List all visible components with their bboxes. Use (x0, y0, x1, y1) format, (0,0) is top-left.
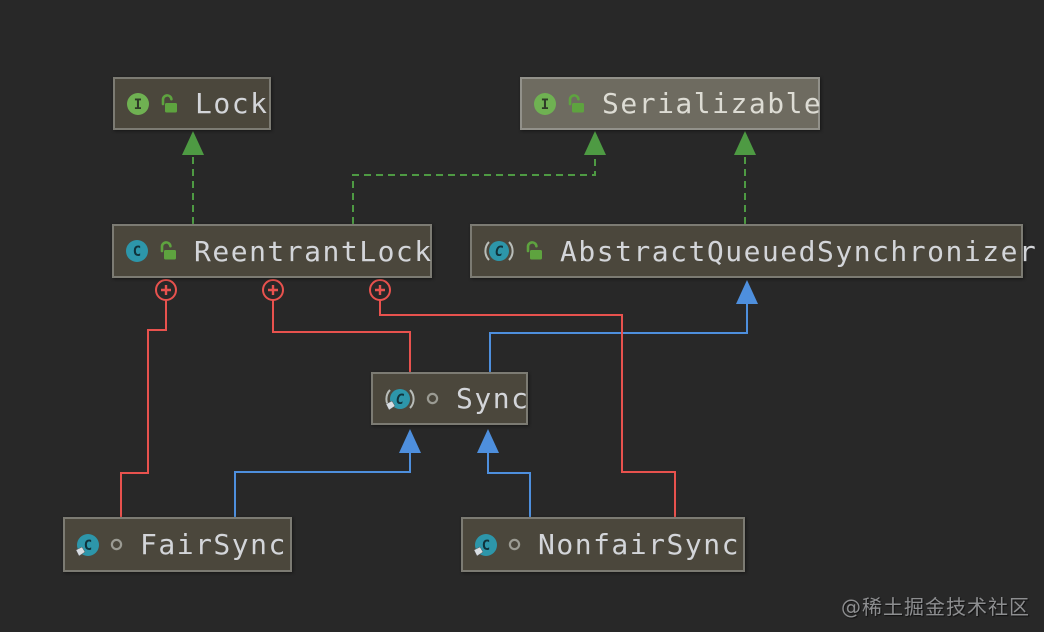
edge-line (352, 133, 596, 224)
edge-line (120, 300, 167, 517)
svg-text:I: I (541, 97, 549, 113)
svg-text:C: C (84, 538, 92, 554)
edge-line (234, 431, 411, 517)
edge-reentrantlock-implements-lock (182, 131, 204, 224)
abstract-class-icon: C (482, 238, 516, 264)
svg-text:C: C (495, 244, 504, 260)
edge-aqs-implements-serializable (734, 131, 756, 224)
unlock-icon (158, 240, 178, 262)
edge-fairsync-extends-sync (234, 429, 421, 517)
extends-arrowhead-icon (736, 280, 758, 304)
class-node-lock[interactable]: I Lock (113, 77, 271, 130)
node-label: AbstractQueuedSynchronizer (560, 234, 1038, 268)
svg-text:C: C (482, 538, 490, 554)
edge-line (272, 300, 411, 372)
svg-text:I: I (134, 97, 142, 113)
svg-text:C: C (396, 392, 405, 408)
interface-icon: I (125, 91, 151, 117)
static-class-icon: C (473, 532, 499, 558)
edge-line (379, 300, 676, 517)
implements-arrowhead-icon (734, 131, 756, 155)
interface-icon: I (532, 91, 558, 117)
class-node-serializable[interactable]: I Serializable (520, 77, 823, 130)
class-node-abstractqueuedsynchronizer[interactable]: C AbstractQueuedSynchronizer (470, 224, 1036, 278)
edge-reentrantlock-implements-serializable (352, 131, 606, 224)
node-label: Sync (456, 382, 530, 415)
implements-arrowhead-icon (584, 131, 606, 155)
extends-arrowhead-icon (477, 429, 499, 453)
inner-class-anchor-icon[interactable] (369, 279, 391, 301)
inner-class-anchor-icon[interactable] (262, 279, 284, 301)
implements-arrowhead-icon (182, 131, 204, 155)
class-node-reentrantlock[interactable]: C ReentrantLock (112, 224, 432, 278)
class-icon: C (124, 238, 150, 264)
edge-line (489, 282, 748, 372)
package-icon (109, 537, 124, 552)
class-node-sync[interactable]: C Sync (371, 372, 528, 425)
static-class-icon: C (75, 532, 101, 558)
edge-reentrantlock-inner-nonfairsync (369, 279, 676, 517)
svg-text:C: C (133, 244, 141, 260)
node-label: Serializable (602, 87, 823, 120)
unlock-icon (566, 93, 586, 115)
edge-reentrantlock-inner-sync (262, 279, 411, 372)
package-icon (425, 391, 440, 406)
abstract-static-class-icon: C (383, 386, 417, 412)
node-label: FairSync (140, 528, 287, 561)
watermark: @稀土掘金技术社区 (841, 595, 1030, 619)
class-node-nonfairsync[interactable]: C NonfairSync (461, 517, 745, 572)
unlock-icon (524, 240, 544, 262)
edge-reentrantlock-inner-fairsync (120, 279, 177, 517)
node-label: ReentrantLock (194, 234, 433, 268)
node-label: NonfairSync (538, 528, 740, 561)
edge-sync-extends-aqs (489, 280, 758, 372)
package-icon (507, 537, 522, 552)
inner-class-anchor-icon[interactable] (155, 279, 177, 301)
extends-arrowhead-icon (399, 429, 421, 453)
edge-nonfairsync-extends-sync (477, 429, 531, 517)
unlock-icon (159, 93, 179, 115)
class-node-fairsync[interactable]: C FairSync (63, 517, 292, 572)
node-label: Lock (195, 87, 269, 120)
